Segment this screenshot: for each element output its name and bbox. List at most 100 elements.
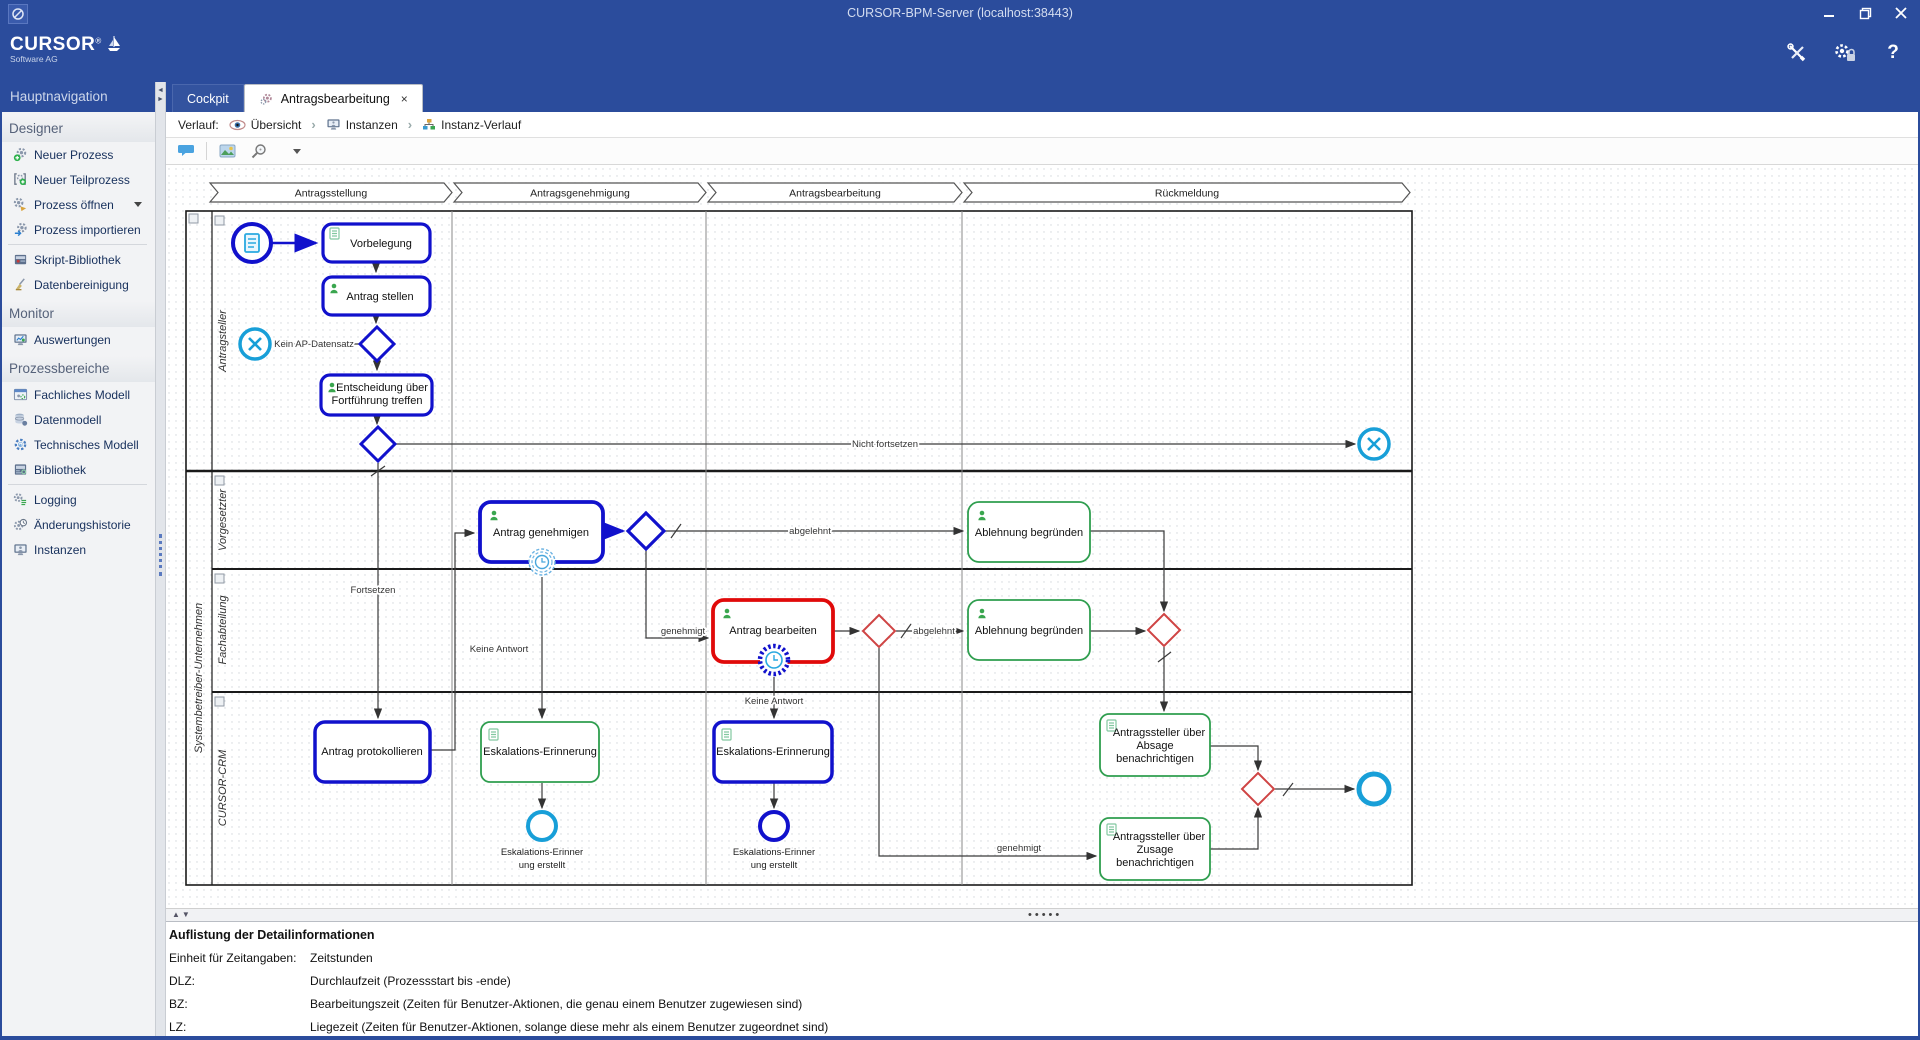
sidebar-item-auswertungen[interactable]: Auswertungen bbox=[0, 327, 155, 352]
main-area: Cockpit Antragsbearbeitung × Verlauf: Üb… bbox=[166, 82, 1920, 1040]
eye-icon bbox=[229, 119, 246, 131]
image-icon bbox=[219, 144, 236, 158]
svg-text:genehmigt: genehmigt bbox=[997, 843, 1042, 854]
tab-antragsbearbeitung[interactable]: Antragsbearbeitung × bbox=[244, 84, 423, 112]
dropdown-caret-icon[interactable] bbox=[134, 202, 142, 207]
svg-text:Eskalations-Erinnerung: Eskalations-Erinnerung bbox=[483, 746, 597, 758]
task-entscheidung[interactable]: Entscheidung über Fortführung treffen bbox=[321, 375, 432, 415]
task-eskalations-erinnerung-2[interactable]: Eskalations-Erinnerung bbox=[714, 722, 832, 782]
admin-settings-button[interactable] bbox=[1832, 40, 1858, 66]
zoom-button[interactable] bbox=[247, 140, 271, 162]
svg-text:Antragsgenehmigung: Antragsgenehmigung bbox=[530, 188, 630, 200]
sidebar-section-prozessbereiche: Prozessbereiche Fachliches Modell Datenm… bbox=[0, 356, 155, 562]
svg-text:ung erstellt: ung erstellt bbox=[519, 860, 566, 871]
script-icon bbox=[489, 729, 498, 740]
help-button[interactable]: ? bbox=[1880, 40, 1906, 66]
task-absage-benachrichtigen[interactable]: Antragssteller über Absage benachrichtig… bbox=[1100, 714, 1210, 776]
detail-row-einheit: Einheit für Zeitangaben: Zeitstunden bbox=[166, 951, 1920, 965]
script-icon bbox=[330, 228, 339, 239]
sidebar-item-fachliches-modell[interactable]: Fachliches Modell bbox=[0, 382, 155, 407]
svg-text:Entscheidung über: Entscheidung über bbox=[336, 382, 428, 394]
breadcrumb-uebersicht[interactable]: Übersicht bbox=[229, 118, 302, 132]
lane-label-vorgesetzter: Vorgesetzter bbox=[217, 488, 229, 551]
start-event[interactable] bbox=[233, 224, 271, 262]
minimize-button[interactable] bbox=[1818, 4, 1840, 22]
svg-text:Vorbelegung: Vorbelegung bbox=[350, 238, 412, 250]
sidebar-collapse-strip[interactable]: ◄► bbox=[156, 82, 166, 1040]
restore-button[interactable] bbox=[1854, 4, 1876, 22]
sidebar-item-instanzen[interactable]: Instanzen bbox=[0, 537, 155, 562]
task-antrag-protokollieren[interactable]: Antrag protokollieren bbox=[315, 722, 430, 782]
svg-text:Keine Antwort: Keine Antwort bbox=[745, 696, 804, 707]
diagram-canvas[interactable]: Antragsstellung Antragsgenehmigung Antra… bbox=[166, 165, 1920, 908]
task-antrag-stellen[interactable]: Antrag stellen bbox=[323, 277, 430, 315]
svg-text:Antrag bearbeiten: Antrag bearbeiten bbox=[729, 625, 816, 637]
magnifier-icon bbox=[251, 143, 267, 159]
task-zusage-benachrichtigen[interactable]: Antragssteller über Zusage benachrichtig… bbox=[1100, 818, 1210, 880]
toolbar-separator bbox=[206, 142, 207, 160]
close-button[interactable] bbox=[1890, 4, 1912, 22]
gear-lock-icon bbox=[1833, 42, 1857, 64]
svg-text:Antragssteller über: Antragssteller über bbox=[1113, 831, 1206, 843]
sidebar-item-skript-bibliothek[interactable]: Skript-Bibliothek bbox=[0, 247, 155, 272]
svg-text:Kein AP-Datensatz: Kein AP-Datensatz bbox=[274, 339, 354, 350]
svg-text:Nicht fortsetzen: Nicht fortsetzen bbox=[852, 439, 918, 450]
svg-text:Zusage: Zusage bbox=[1137, 844, 1174, 856]
sidebar-item-prozess-oeffnen[interactable]: Prozess öffnen bbox=[0, 192, 155, 217]
brackets-plus-icon bbox=[13, 172, 28, 187]
sidebar-item-bibliothek[interactable]: Bibliothek bbox=[0, 457, 155, 482]
end-event-nicht-fortsetzen[interactable] bbox=[1359, 429, 1389, 459]
header-band: CURSOR® Software AG ? bbox=[0, 28, 1920, 82]
sidebar-item-neuer-teilprozess[interactable]: Neuer Teilprozess bbox=[0, 167, 155, 192]
end-event-kein-ap[interactable] bbox=[240, 329, 270, 359]
svg-text:Antragssteller über: Antragssteller über bbox=[1113, 727, 1206, 739]
breadcrumb-instanzen[interactable]: Instanzen bbox=[326, 118, 398, 132]
sidebar-item-datenbereinigung[interactable]: Datenbereinigung bbox=[0, 272, 155, 297]
timer-boundary-event[interactable] bbox=[760, 646, 788, 674]
tech-gear-icon bbox=[13, 437, 28, 452]
gear-plus-icon bbox=[13, 147, 28, 162]
svg-text:Keine Antwort: Keine Antwort bbox=[470, 644, 529, 655]
sidebar-item-logging[interactable]: Logging bbox=[0, 487, 155, 512]
hierarchy-icon bbox=[422, 118, 436, 131]
task-ablehnung-begruenden-fachabteilung[interactable]: Ablehnung begründen bbox=[968, 600, 1090, 660]
section-title-monitor: Monitor bbox=[0, 301, 155, 327]
sidebar-item-datenmodell[interactable]: Datenmodell bbox=[0, 407, 155, 432]
sidebar-divider bbox=[8, 484, 147, 485]
task-vorbelegung[interactable]: Vorbelegung bbox=[323, 224, 430, 262]
task-eskalations-erinnerung-1[interactable]: Eskalations-Erinnerung bbox=[481, 722, 599, 782]
comment-button[interactable] bbox=[174, 140, 198, 162]
sidebar-section-designer: Designer Neuer Prozess Neuer Teilprozess… bbox=[0, 116, 155, 297]
zoom-dropdown-caret-icon[interactable] bbox=[293, 149, 301, 154]
tools-button[interactable] bbox=[1784, 40, 1810, 66]
export-image-button[interactable] bbox=[215, 140, 239, 162]
breadcrumb-instanz-verlauf[interactable]: Instanz-Verlauf bbox=[422, 118, 521, 132]
sidebar-title: Hauptnavigation bbox=[0, 82, 155, 112]
history-clock-icon bbox=[13, 517, 28, 532]
section-title-prozessbereiche: Prozessbereiche bbox=[0, 356, 155, 382]
svg-text:Antragsstellung: Antragsstellung bbox=[295, 188, 368, 200]
svg-text:Antrag protokollieren: Antrag protokollieren bbox=[321, 746, 423, 758]
logo-text: CURSOR bbox=[10, 34, 95, 55]
svg-text:ung erstellt: ung erstellt bbox=[751, 860, 798, 871]
title-bar: CURSOR-BPM-Server (localhost:38443) bbox=[0, 0, 1920, 28]
svg-text:Eskalations-Erinnerung: Eskalations-Erinnerung bbox=[716, 746, 830, 758]
detail-row-lz: LZ: Liegezeit (Zeiten für Benutzer-Aktio… bbox=[166, 1020, 1920, 1034]
task-antrag-bearbeiten[interactable]: Antrag bearbeiten bbox=[713, 600, 833, 674]
sidebar-item-aenderungshistorie[interactable]: Änderungshistorie bbox=[0, 512, 155, 537]
end-event-final[interactable] bbox=[1359, 774, 1389, 804]
task-ablehnung-begruenden-vorgesetzter[interactable]: Ablehnung begründen bbox=[968, 502, 1090, 562]
sidebar-item-prozess-importieren[interactable]: Prozess importieren bbox=[0, 217, 155, 242]
tab-close-icon[interactable]: × bbox=[401, 92, 408, 106]
bpmn-diagram: Antragsstellung Antragsgenehmigung Antra… bbox=[166, 165, 1920, 908]
broom-icon bbox=[13, 277, 28, 292]
sidebar-item-neuer-prozess[interactable]: Neuer Prozess bbox=[0, 142, 155, 167]
tab-cockpit[interactable]: Cockpit bbox=[172, 84, 244, 112]
panel-splitter[interactable]: ▲▼ ••••• bbox=[166, 908, 1920, 922]
document-icon bbox=[245, 234, 259, 252]
timer-boundary-event[interactable] bbox=[529, 549, 555, 575]
logging-icon bbox=[13, 492, 28, 507]
svg-text:Fortsetzen: Fortsetzen bbox=[351, 585, 396, 596]
sidebar-item-technisches-modell[interactable]: Technisches Modell bbox=[0, 432, 155, 457]
splitter-grip-icon bbox=[159, 534, 162, 576]
